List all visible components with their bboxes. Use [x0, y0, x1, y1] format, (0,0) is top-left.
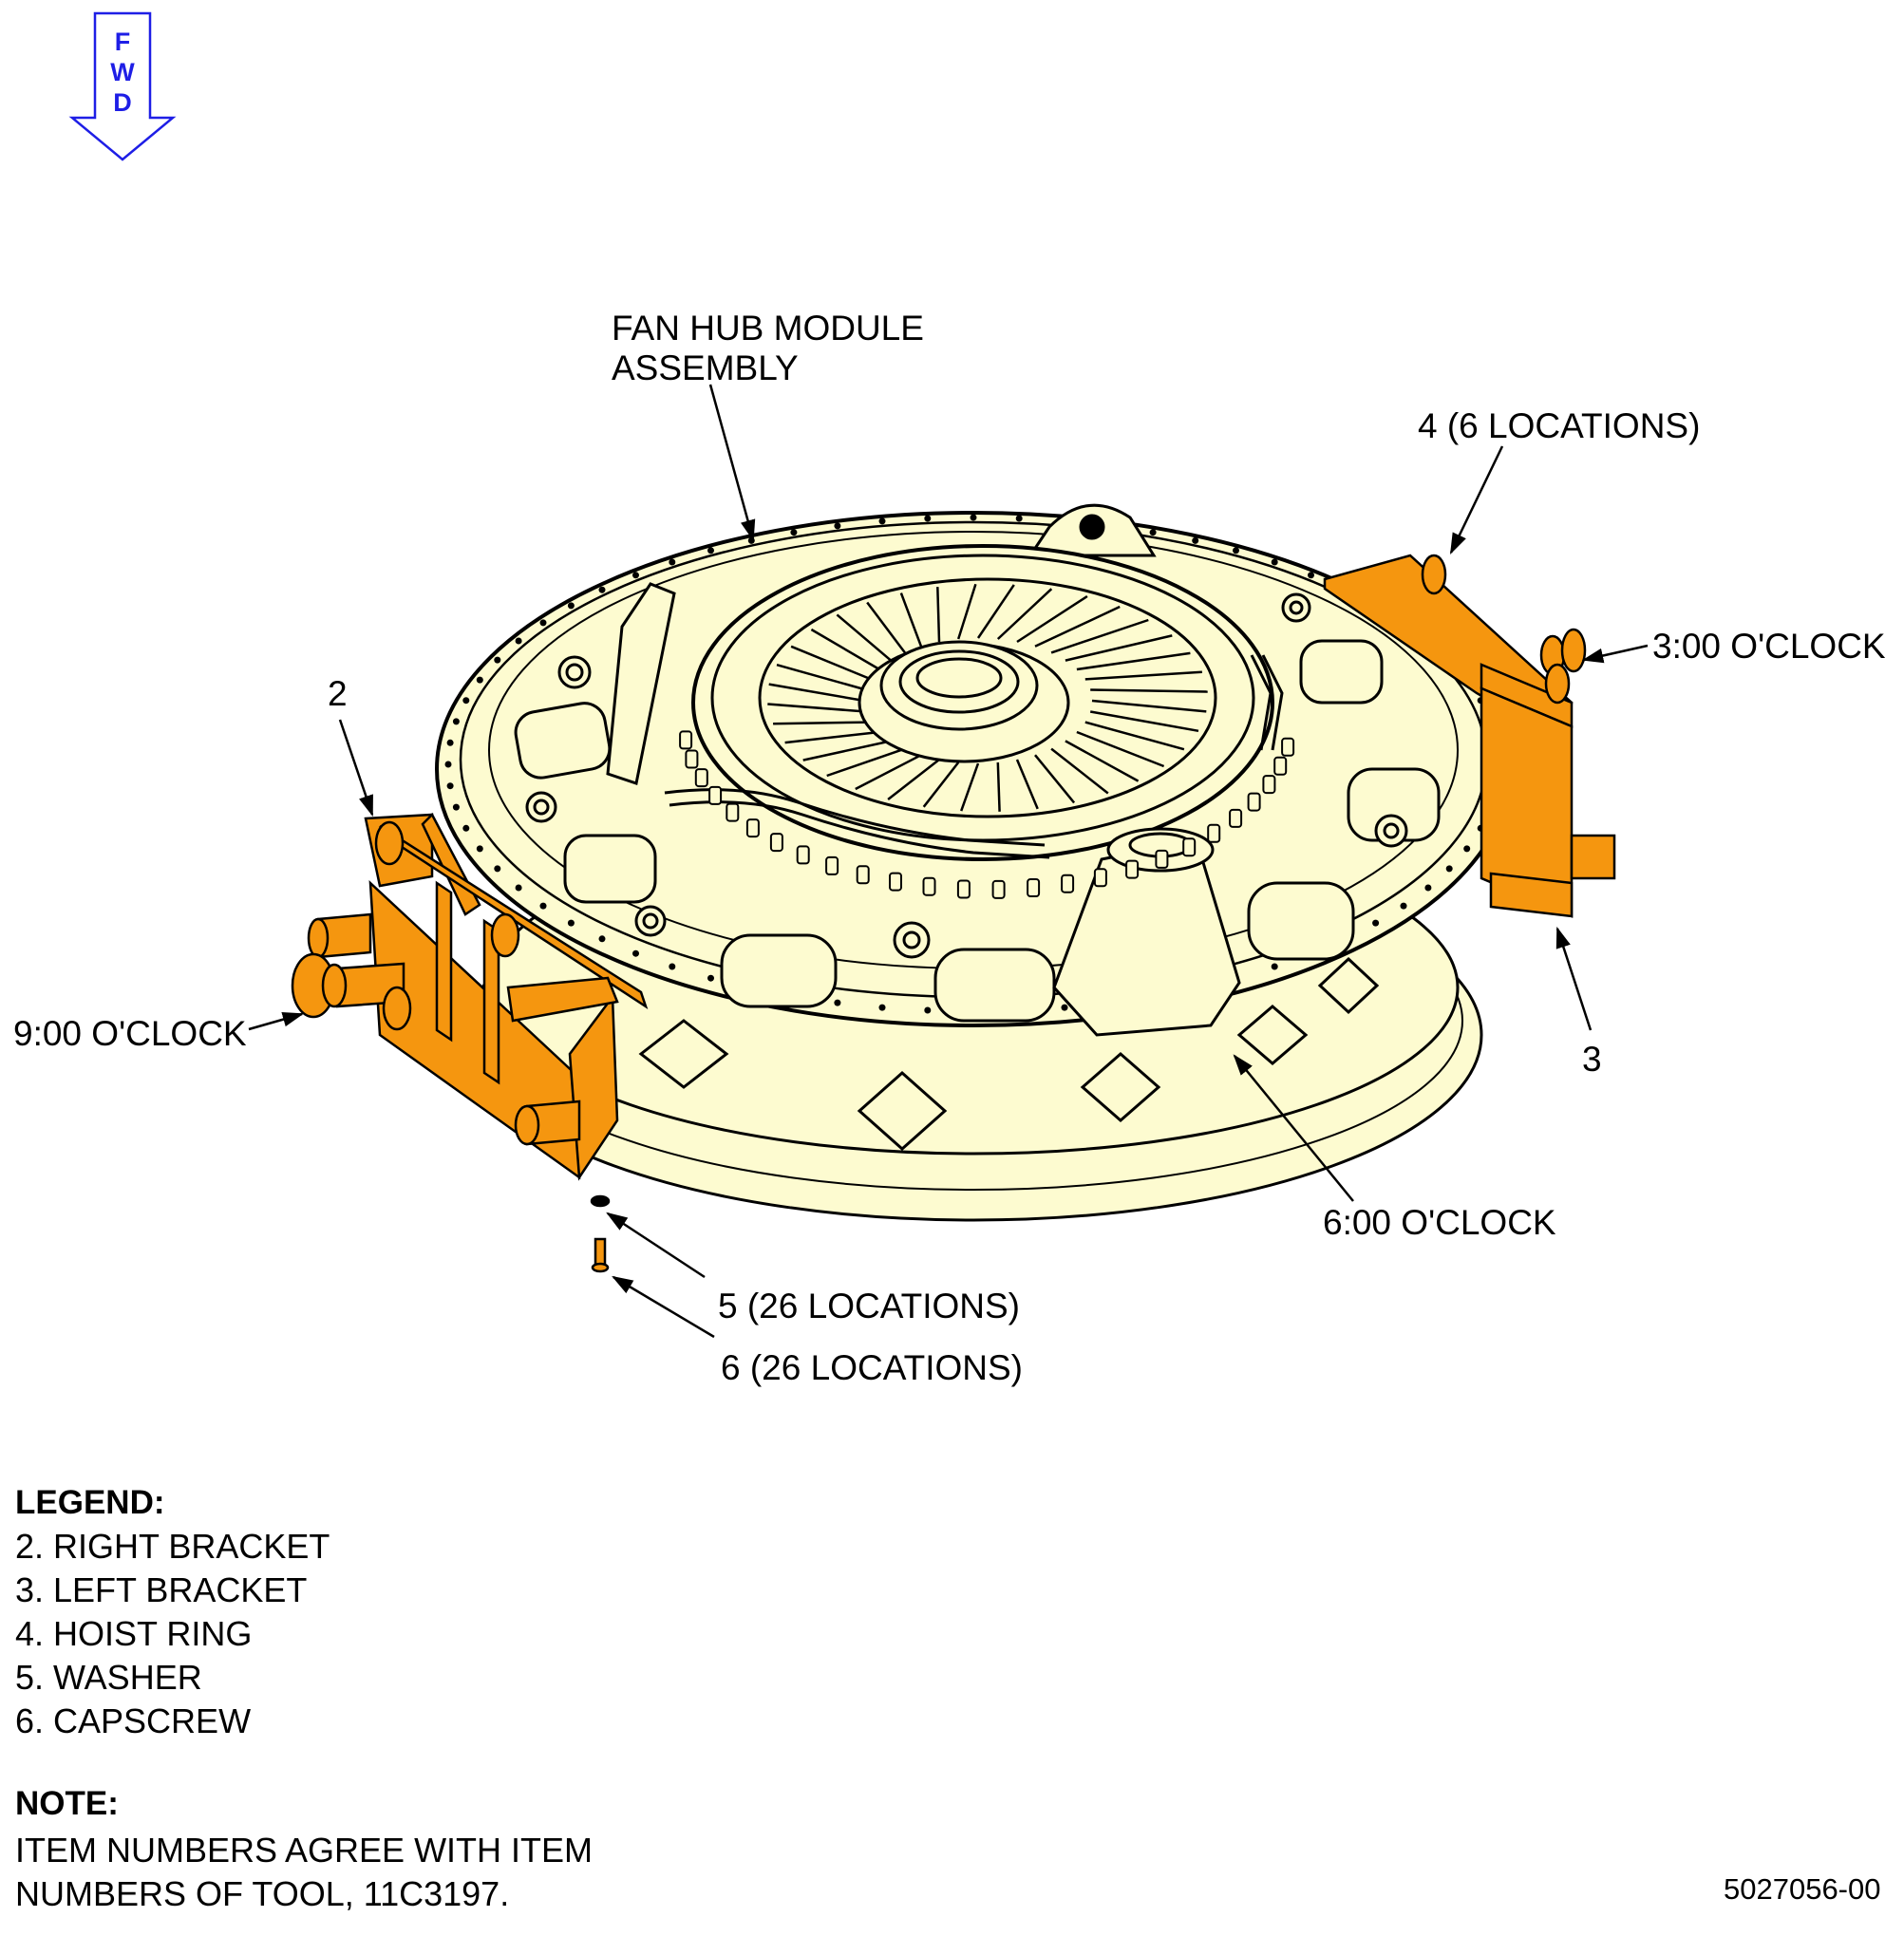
legend-item: 5. WASHER — [15, 1658, 202, 1697]
callout-item-3: 3 — [1582, 1040, 1602, 1079]
callout-fan-hub-line1: FAN HUB MODULE — [612, 309, 924, 348]
leader-lines — [248, 384, 1649, 1339]
lifting-lug — [1027, 503, 1157, 557]
figure-id: 5027056-00 — [1724, 1872, 1881, 1906]
legend-title: LEGEND: — [15, 1484, 165, 1521]
legend-item: 4. HOIST RING — [15, 1614, 253, 1653]
callout-item-5: 5 (26 LOCATIONS) — [718, 1287, 1021, 1325]
callout-fan-hub-line2: ASSEMBLY — [612, 348, 799, 387]
fwd-letter-f: F — [114, 28, 131, 56]
callout-item-4: 4 (6 LOCATIONS) — [1418, 406, 1701, 445]
hub-bore — [858, 640, 1070, 763]
note-title: NOTE: — [15, 1785, 119, 1822]
callout-6-oclock: 6:00 O'CLOCK — [1323, 1203, 1556, 1242]
legend-item: 2. RIGHT BRACKET — [15, 1527, 330, 1566]
strut-windows — [638, 956, 1380, 1152]
note-line: NUMBERS OF TOOL, 11C3197. — [15, 1874, 510, 1913]
callout-item-2: 2 — [328, 674, 348, 713]
callout-3-oclock: 3:00 O'CLOCK — [1652, 627, 1886, 666]
right-bracket — [291, 812, 649, 1181]
strut-arm — [606, 582, 676, 785]
legend-item: 3. LEFT BRACKET — [15, 1570, 308, 1609]
left-bracket — [1323, 554, 1616, 918]
fan-blades — [767, 583, 1208, 812]
fwd-letter-d: D — [113, 88, 132, 117]
callout-item-6: 6 (26 LOCATIONS) — [721, 1348, 1024, 1387]
access-ports — [514, 592, 1441, 1023]
fwd-letter-w: W — [110, 58, 135, 86]
legend-item: 6. CAPSCREW — [15, 1701, 252, 1740]
callout-9-oclock: 9:00 O'CLOCK — [13, 1014, 247, 1053]
fwd-arrow-icon — [68, 11, 177, 161]
note-line: ITEM NUMBERS AGREE WITH ITEM — [15, 1831, 594, 1870]
disc-nut-ring — [679, 730, 1295, 899]
capscrew-washer — [590, 1194, 611, 1273]
